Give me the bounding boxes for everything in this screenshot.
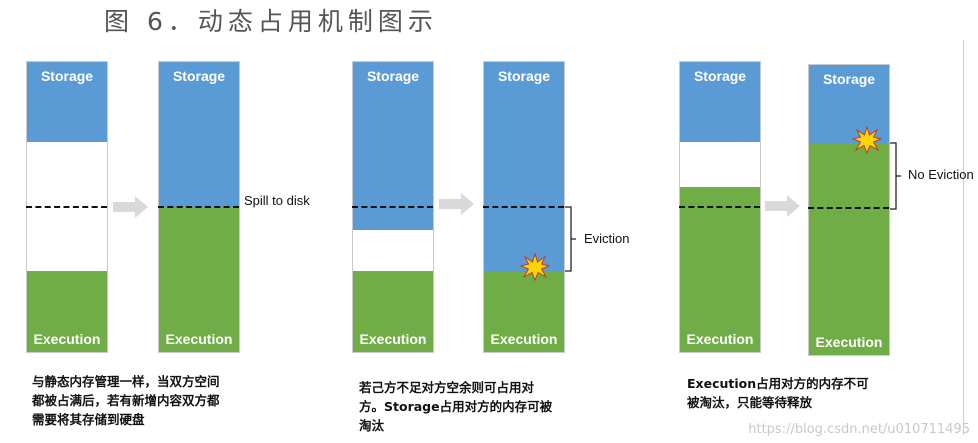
collision-burst-icon (852, 126, 882, 154)
memory-column-1a: Storage Execution (26, 61, 108, 353)
storage-label: Storage (366, 68, 420, 84)
execution-region (353, 271, 433, 352)
execution-region (484, 271, 564, 352)
right-arrow-icon (439, 193, 474, 215)
free-region (680, 142, 760, 187)
memory-column-3a: Storage Execution (679, 61, 761, 353)
memory-column-2b: Storage Execution (483, 61, 565, 353)
caption-1: 与静态内存管理一样，当双方空间都被占满后，若有新增内容双方都需要将其存储到硬盘 (32, 374, 220, 427)
collision-burst-icon (520, 253, 550, 281)
memory-column-2a: Storage Execution (352, 61, 434, 353)
storage-label: Storage (693, 68, 747, 84)
eviction-label: Eviction (584, 231, 630, 246)
storage-label: Storage (497, 68, 551, 84)
memory-column-3b: Storage Execution (808, 64, 890, 356)
storage-region (809, 65, 889, 143)
free-region (353, 230, 433, 271)
boundary-line (808, 207, 889, 209)
storage-region (680, 62, 760, 142)
execution-label: Execution (33, 331, 101, 347)
execution-region (680, 187, 760, 352)
caption-3: Execution占用对方的内存不可被淘汰，只能等待释放 (687, 376, 869, 410)
execution-region (159, 207, 239, 352)
storage-region (159, 62, 239, 207)
no-eviction-label: No Eviction (908, 167, 974, 182)
boundary-line (26, 206, 107, 208)
storage-label: Storage (40, 68, 94, 84)
storage-label: Storage (172, 68, 226, 84)
caption-2: 若己方不足对方空余则可占用对方。Storage占用对方的内存可被淘汰 (359, 380, 553, 433)
no-eviction-bracket (890, 142, 901, 210)
storage-label: Storage (822, 71, 876, 87)
figure-title: 图 6．动态占用机制图示 (104, 7, 438, 36)
page-edge-line (963, 40, 964, 435)
memory-column-1b: Storage Execution (158, 61, 240, 353)
eviction-bracket (565, 206, 576, 272)
execution-label: Execution (686, 331, 754, 347)
execution-label: Execution (490, 331, 558, 347)
watermark: https://blog.csdn.net/u010711495 (748, 422, 970, 437)
execution-region (27, 271, 107, 352)
right-arrow-icon (765, 195, 800, 217)
storage-region (27, 62, 107, 142)
execution-region (809, 143, 889, 355)
boundary-line (158, 206, 239, 208)
spill-to-disk-label: Spill to disk (244, 193, 310, 208)
execution-label: Execution (815, 334, 883, 350)
boundary-line (483, 206, 564, 208)
storage-region (484, 62, 564, 271)
boundary-line (679, 206, 760, 208)
right-arrow-icon (113, 196, 148, 218)
boundary-line (352, 206, 433, 208)
execution-label: Execution (359, 331, 427, 347)
execution-label: Execution (165, 331, 233, 347)
storage-region (353, 62, 433, 230)
